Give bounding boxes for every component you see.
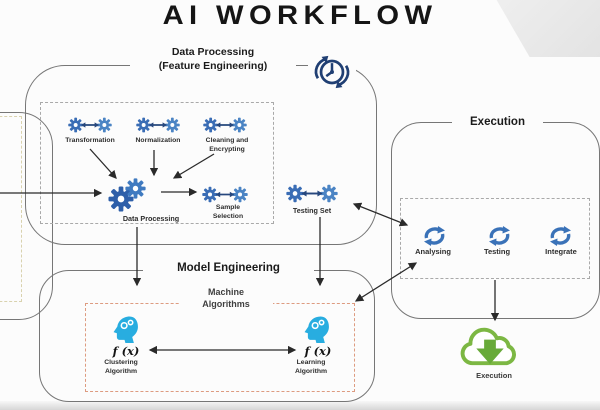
transformation-label: Transformation (65, 137, 115, 144)
data-processing-dashed-box (40, 102, 274, 224)
data-processing-label: Data Processing (122, 214, 180, 223)
sample-selection-gear-pair-icon (202, 186, 248, 203)
bottom-edge-strip (0, 401, 600, 410)
clock-history-icon (308, 52, 356, 92)
analysing-label: Analysing (415, 247, 451, 256)
data-processing-title: Data Processing (Feature Engineering) (130, 46, 296, 74)
testing-set-gear-pair-icon (286, 184, 338, 203)
page-title: AI WORKFLOW (162, 0, 438, 30)
cloud-download-icon (457, 325, 523, 370)
normalization-gear-pair-icon (136, 117, 180, 133)
clustering-head-gears-icon (110, 316, 142, 344)
sample-selection-label: Sample Selection (212, 204, 244, 220)
execution-deploy-label: Execution (476, 371, 512, 380)
data-processing-gears-icon (108, 178, 150, 212)
execution-title: Execution (452, 115, 543, 130)
normalization-label: Normalization (135, 137, 181, 144)
testing-set-label: Testing Set (292, 206, 332, 215)
learning-algorithm-label: Learning Algorithm (294, 359, 328, 375)
testing-label: Testing (483, 247, 511, 256)
learning-head-gears-icon (301, 316, 333, 344)
clustering-fx: f (x) (112, 344, 140, 358)
clustering-algorithm-label: Clustering Algorithm (104, 359, 138, 375)
transformation-gear-pair-icon (68, 117, 112, 133)
testing-sync-icon (486, 225, 513, 247)
learning-fx: f (x) (304, 344, 332, 358)
cleaning-encrypting-gear-pair-icon (203, 117, 247, 133)
execution-dashed-box (400, 198, 590, 279)
integrate-sync-icon (547, 225, 574, 247)
integrate-label: Integrate (545, 247, 577, 256)
model-engineering-title: Model Engineering (143, 261, 314, 276)
cleaning-encrypting-label: Cleaning and Encrypting (205, 137, 249, 153)
left-cutoff-dashed-box (0, 116, 22, 302)
analysing-sync-icon (421, 225, 448, 247)
machine-algorithms-title: Machine Algorithms (179, 287, 273, 311)
